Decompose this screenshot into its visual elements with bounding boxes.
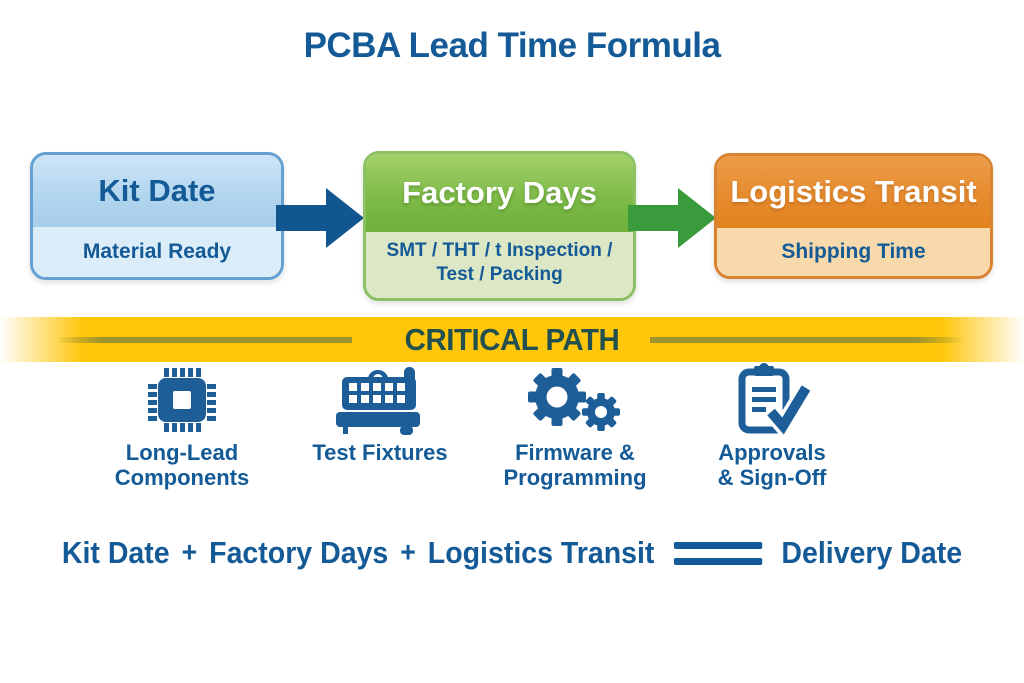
factor-test-fixtures: Test Fixtures bbox=[270, 364, 490, 465]
equals-icon bbox=[673, 541, 763, 565]
kit-date-subtext: Material Ready bbox=[33, 227, 281, 277]
critical-path-factors: Long-Lead Components bbox=[0, 363, 1024, 494]
factory-days-heading: Factory Days bbox=[366, 154, 633, 232]
critical-path-label: CRITICAL PATH bbox=[404, 321, 620, 357]
gears-icon bbox=[525, 364, 625, 436]
formula-result-delivery-date: Delivery Date bbox=[781, 535, 963, 570]
logistics-transit-heading: Logistics Transit bbox=[717, 156, 990, 228]
chip-icon bbox=[145, 364, 219, 436]
plus-operator: + bbox=[400, 536, 416, 569]
logistics-transit-subtext: Shipping Time bbox=[717, 228, 990, 276]
page-title: PCBA Lead Time Formula bbox=[303, 26, 721, 65]
banner-rule-right bbox=[650, 336, 964, 343]
kit-date-heading: Kit Date bbox=[33, 155, 281, 227]
factor-label: Long-Lead Components bbox=[114, 440, 250, 491]
kit-date-box: Kit Date Material Ready bbox=[30, 152, 284, 280]
formula-term-kit-date: Kit Date bbox=[61, 535, 170, 570]
formula-term-logistics-transit: Logistics Transit bbox=[427, 535, 655, 570]
factory-days-box: Factory Days SMT / THT / t Inspection / … bbox=[363, 151, 636, 301]
arrow-right-icon bbox=[628, 188, 716, 248]
factor-label: Approvals & Sign-Off bbox=[717, 440, 827, 491]
banner-rule-left bbox=[56, 336, 352, 343]
factor-label: Firmware & Programming bbox=[503, 440, 647, 491]
factor-approvals-signoff: Approvals & Sign-Off bbox=[662, 363, 882, 491]
critical-path-banner: CRITICAL PATH bbox=[0, 317, 1024, 362]
factory-days-subtext: SMT / THT / t Inspection / Test / Packin… bbox=[366, 232, 633, 298]
test-fixture-icon bbox=[330, 364, 430, 436]
factor-firmware-programming: Firmware & Programming bbox=[465, 364, 685, 490]
plus-operator: + bbox=[181, 536, 198, 569]
formula-term-factory-days: Factory Days bbox=[209, 535, 389, 570]
factor-long-lead-components: Long-Lead Components bbox=[72, 364, 292, 490]
clipboard-check-icon bbox=[731, 363, 813, 438]
factor-label: Test Fixtures bbox=[312, 440, 448, 465]
logistics-transit-box: Logistics Transit Shipping Time bbox=[714, 153, 993, 279]
lead-time-formula: Kit Date + Factory Days + Logistics Tran… bbox=[41, 535, 983, 571]
arrow-right-icon bbox=[276, 188, 364, 248]
